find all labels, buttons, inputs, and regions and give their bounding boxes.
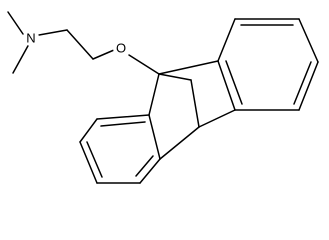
bond-ring-a-6-double (225, 60, 243, 105)
bond-methyl-2 (12, 43, 30, 74)
bond-ring-b-2 (79, 118, 98, 143)
molecule-structure: N O (7, 11, 319, 184)
bond-bridge-2 (190, 79, 200, 128)
bond-n-c1 (38, 29, 68, 36)
nitrogen-atom: N (26, 31, 35, 46)
bond-ring-b-3-double (86, 141, 103, 178)
bond-ring-a-3 (298, 18, 319, 63)
bond-ring-a-4 (298, 61, 319, 111)
bond-ring-b-6 (148, 114, 161, 160)
bond-c2-o (92, 49, 115, 60)
bond-upper-junction (198, 109, 236, 128)
atom-labels: N O (23, 30, 129, 56)
bond-methyl-1 (7, 11, 24, 35)
bond-lines (7, 11, 319, 184)
bond-bridge-1 (158, 73, 192, 81)
bond-lower-bridge (159, 126, 200, 160)
bond-ring-b-3 (79, 141, 98, 184)
oxygen-atom-backdrop (113, 40, 129, 56)
bond-ring-b-5 (139, 158, 161, 184)
bond-bridgehead-lower (148, 73, 160, 116)
bond-ring-b-5-double (135, 155, 154, 177)
bond-ring-b-1-double (100, 121, 146, 127)
oxygen-atom: O (116, 41, 126, 56)
bond-ring-a-6 (217, 60, 236, 111)
bond-bridgehead-upper (158, 60, 219, 75)
bond-ring-a-1 (217, 18, 236, 62)
nitrogen-atom-backdrop (23, 30, 39, 46)
bond-c1-c2 (66, 29, 94, 60)
bond-o-bridgehead (128, 54, 160, 75)
bond-ring-a-4-double (293, 61, 312, 105)
bond-ring-b-1 (96, 114, 150, 120)
